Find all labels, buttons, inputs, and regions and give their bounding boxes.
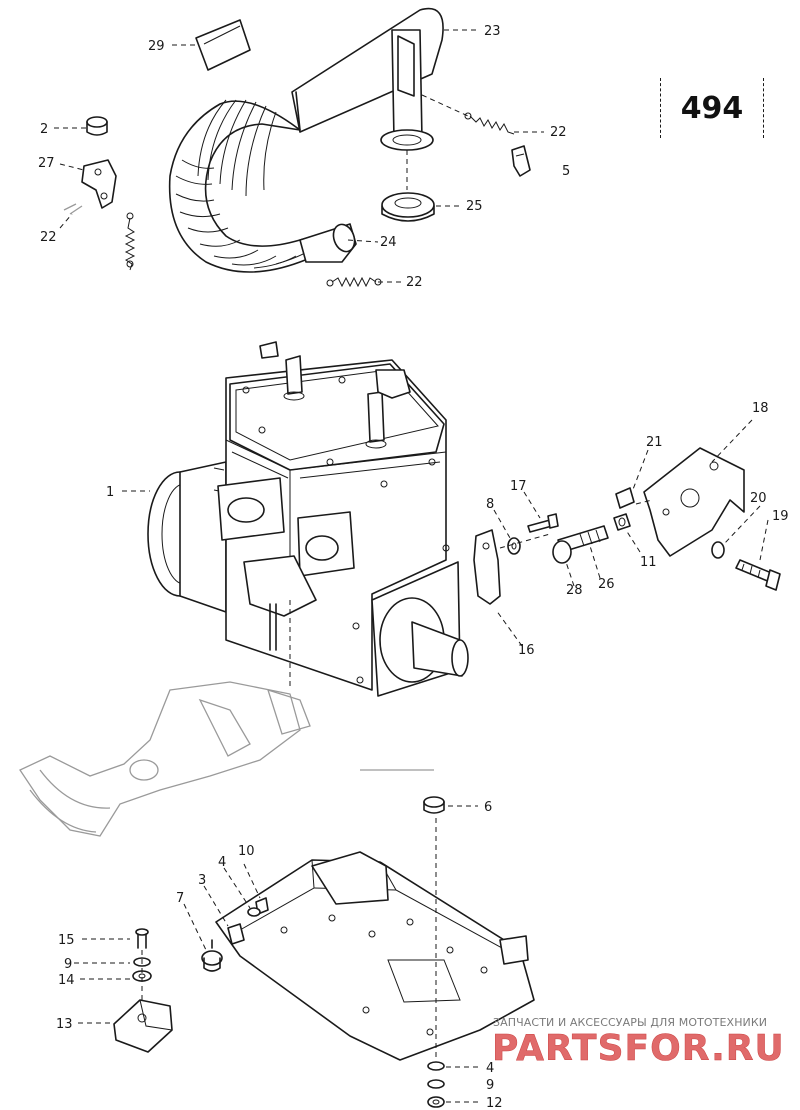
washer-9-bottom	[427, 1079, 445, 1089]
callout-26: 26	[598, 577, 615, 592]
washer-4-bottom	[427, 1061, 445, 1071]
callout-6: 6	[484, 800, 492, 815]
callout-leaders	[54, 29, 769, 1103]
page-number-box: 494	[660, 78, 764, 138]
callout-10: 10	[238, 844, 255, 859]
callout-22-mid: 22	[406, 275, 423, 290]
assembly-lines	[141, 94, 653, 1060]
callout-12: 12	[486, 1096, 503, 1110]
washer-20	[711, 541, 725, 559]
callout-18: 18	[752, 401, 769, 416]
exhaust-pipe	[168, 7, 444, 273]
callout-13: 13	[56, 1017, 73, 1032]
callout-22-top: 22	[550, 125, 567, 140]
washer-4-top	[247, 907, 261, 917]
callout-9-bottom: 9	[486, 1078, 494, 1093]
clamp-29	[195, 19, 251, 71]
callout-2: 2	[40, 122, 48, 137]
nut-11	[613, 513, 631, 531]
callout-25: 25	[466, 199, 483, 214]
bracket-13	[113, 999, 173, 1053]
bracket-18	[643, 447, 745, 557]
gasket-25	[381, 192, 435, 222]
spacer-3	[227, 923, 245, 945]
watermark-caption: ЗАПЧАСТИ И АКСЕССУАРЫ ДЛЯ МОТОТЕХНИКИ	[493, 1016, 768, 1029]
callout-5: 5	[562, 164, 570, 179]
sleeve-6	[423, 796, 445, 814]
callout-27: 27	[38, 156, 55, 171]
callout-8: 8	[486, 497, 494, 512]
engine-cradle	[215, 851, 535, 1061]
bolt-19	[735, 559, 781, 591]
mount-plate-16	[473, 529, 501, 605]
callout-28: 28	[566, 583, 583, 598]
callout-7: 7	[176, 891, 184, 906]
callout-23: 23	[484, 24, 501, 39]
callout-16: 16	[518, 643, 535, 658]
callout-17: 17	[510, 479, 527, 494]
spring-22-left	[63, 203, 136, 271]
stud-26	[552, 525, 609, 564]
rubber-mount-7	[201, 939, 223, 972]
muffler-ghost	[19, 681, 434, 837]
callout-labels: 29 23 2 27 22 22 5 25 24 22 18 21 1 17 8…	[38, 24, 789, 1110]
callout-15: 15	[58, 933, 75, 948]
clip-5	[511, 145, 531, 177]
callout-19: 19	[772, 509, 789, 524]
callout-11: 11	[640, 555, 657, 570]
callout-22-left: 22	[40, 230, 57, 245]
callout-4-bottom: 4	[486, 1061, 494, 1076]
bolt-17	[527, 513, 559, 533]
callout-3: 3	[198, 873, 206, 888]
washer-8	[507, 537, 521, 555]
nut-2	[86, 116, 108, 136]
nut-21	[615, 487, 635, 509]
callout-20: 20	[750, 491, 767, 506]
callout-1: 1	[106, 485, 114, 500]
callout-14: 14	[58, 973, 75, 988]
watermark-logo: PARTSFOR.RU	[492, 1028, 785, 1068]
spring-22-mid	[326, 276, 382, 288]
spring-22-top	[464, 112, 515, 135]
nut-12	[427, 1096, 445, 1108]
bracket-27	[81, 159, 117, 209]
svg-text:PARTSFOR.RU: PARTSFOR.RU	[492, 1028, 785, 1068]
engine-assembly	[147, 341, 469, 697]
callout-24: 24	[380, 235, 397, 250]
callout-21: 21	[646, 435, 663, 450]
callout-4-top: 4	[218, 855, 226, 870]
bolt-15	[135, 928, 149, 949]
callout-29: 29	[148, 39, 165, 54]
callout-9-left: 9	[64, 957, 72, 972]
page-number: 494	[680, 90, 744, 126]
